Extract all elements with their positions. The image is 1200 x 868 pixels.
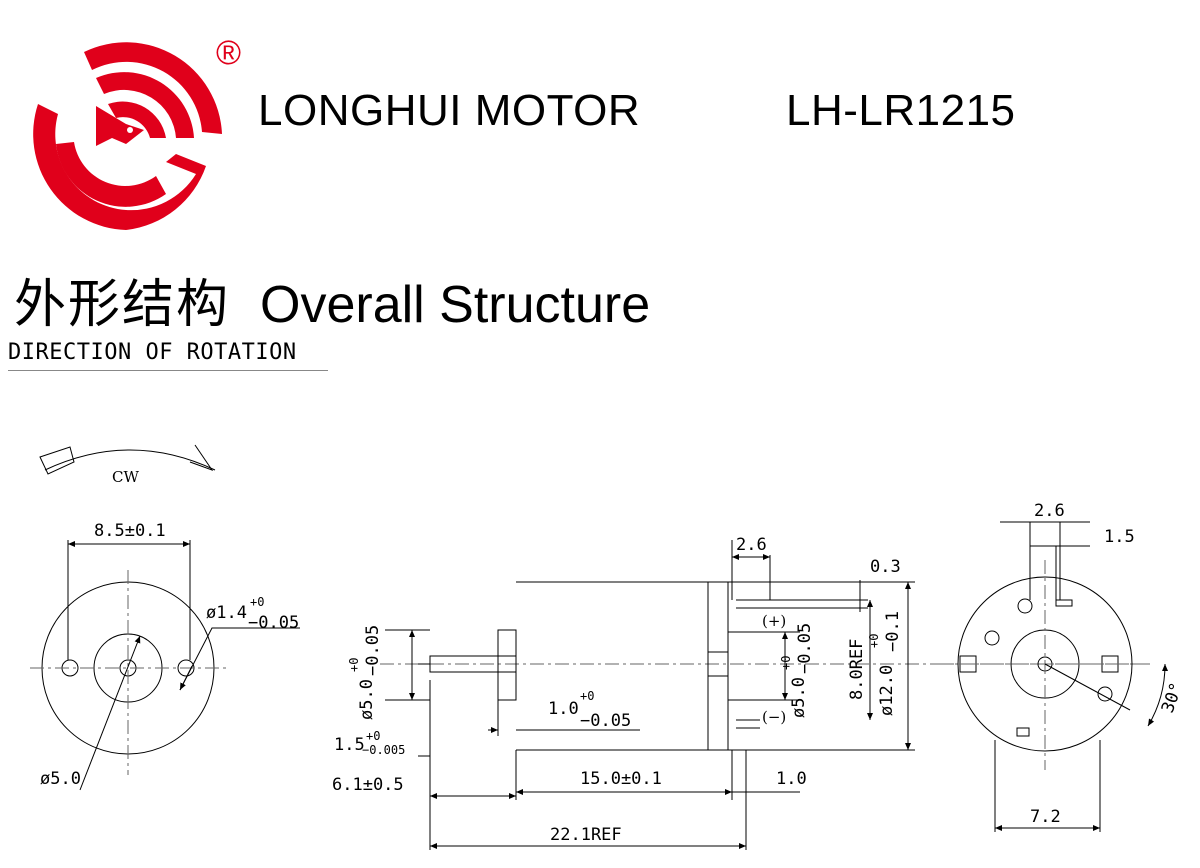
terminal-spacing-dim: 2.6	[736, 535, 767, 555]
flange-tol-lower: −0.05	[580, 711, 631, 731]
body-dia-tol-upper: +0	[867, 634, 881, 648]
shaft-length-dim: 6.1±0.5	[332, 775, 404, 795]
brand-name: LONGHUI MOTOR	[258, 86, 641, 135]
section-title-en: Overall Structure	[260, 276, 651, 334]
front-hole-tol-upper: +0	[250, 595, 264, 609]
shaft-small-dim: 1.5	[334, 735, 365, 755]
front-width-dim: 8.5±0.1	[94, 521, 166, 541]
shaft-small-tol-upper: +0	[366, 729, 380, 743]
end-dim: 1.0	[776, 769, 807, 789]
front-view	[30, 540, 300, 791]
shaft-dia-dim: ø5.0	[357, 679, 377, 720]
rear-boss-dim: ø5.0	[789, 677, 809, 718]
section-title: 外形结构 Overall Structure	[14, 262, 650, 337]
flange-tol-upper: +0	[580, 689, 594, 703]
rear-slot-width-dim: 1.5	[1104, 527, 1135, 547]
logo-mark	[33, 42, 222, 230]
rotation-arrow	[39, 444, 216, 475]
body-dia-dim: ø12.0	[877, 665, 897, 716]
front-hole-tol-lower: −0.05	[248, 613, 299, 633]
positive-terminal-label: (+)	[762, 612, 786, 630]
rear-boss-tol-upper: +0	[779, 656, 793, 670]
longhui-logo	[33, 42, 222, 230]
rear-view	[940, 521, 1169, 832]
registered-mark: ®	[216, 34, 242, 72]
shaft-small-tol-lower: −0.005	[362, 743, 405, 757]
section-title-cn: 外形结构	[14, 275, 231, 335]
terminal-thickness-dim: 0.3	[870, 557, 901, 577]
rotation-label: CW	[112, 468, 139, 486]
rear-bottom-width-dim: 7.2	[1030, 807, 1061, 827]
model-number: LH-LR1215	[786, 86, 1016, 135]
direction-underline	[8, 370, 328, 371]
front-boss-dim: ø5.0	[40, 769, 81, 789]
terminal-ref-dim: 8.0REF	[847, 639, 867, 700]
front-hole-dim: ø1.4	[206, 603, 247, 623]
overall-length-dim: 22.1REF	[550, 825, 622, 845]
rear-angle-dim: 30°	[1158, 680, 1187, 716]
rear-boss-tol-lower: −0.05	[795, 623, 815, 674]
shaft-dia-tol-upper: +0	[347, 658, 361, 672]
rear-top-width-dim: 2.6	[1034, 501, 1065, 521]
side-view	[380, 540, 1140, 850]
body-length-dim: 15.0±0.1	[580, 769, 662, 789]
direction-label: DIRECTION OF ROTATION	[8, 340, 297, 365]
shaft-dia-tol-lower: −0.05	[363, 625, 383, 676]
negative-terminal-label: (−)	[762, 708, 786, 726]
body-dia-tol-lower: −0.1	[883, 611, 903, 652]
flange-dim: 1.0	[548, 699, 579, 719]
